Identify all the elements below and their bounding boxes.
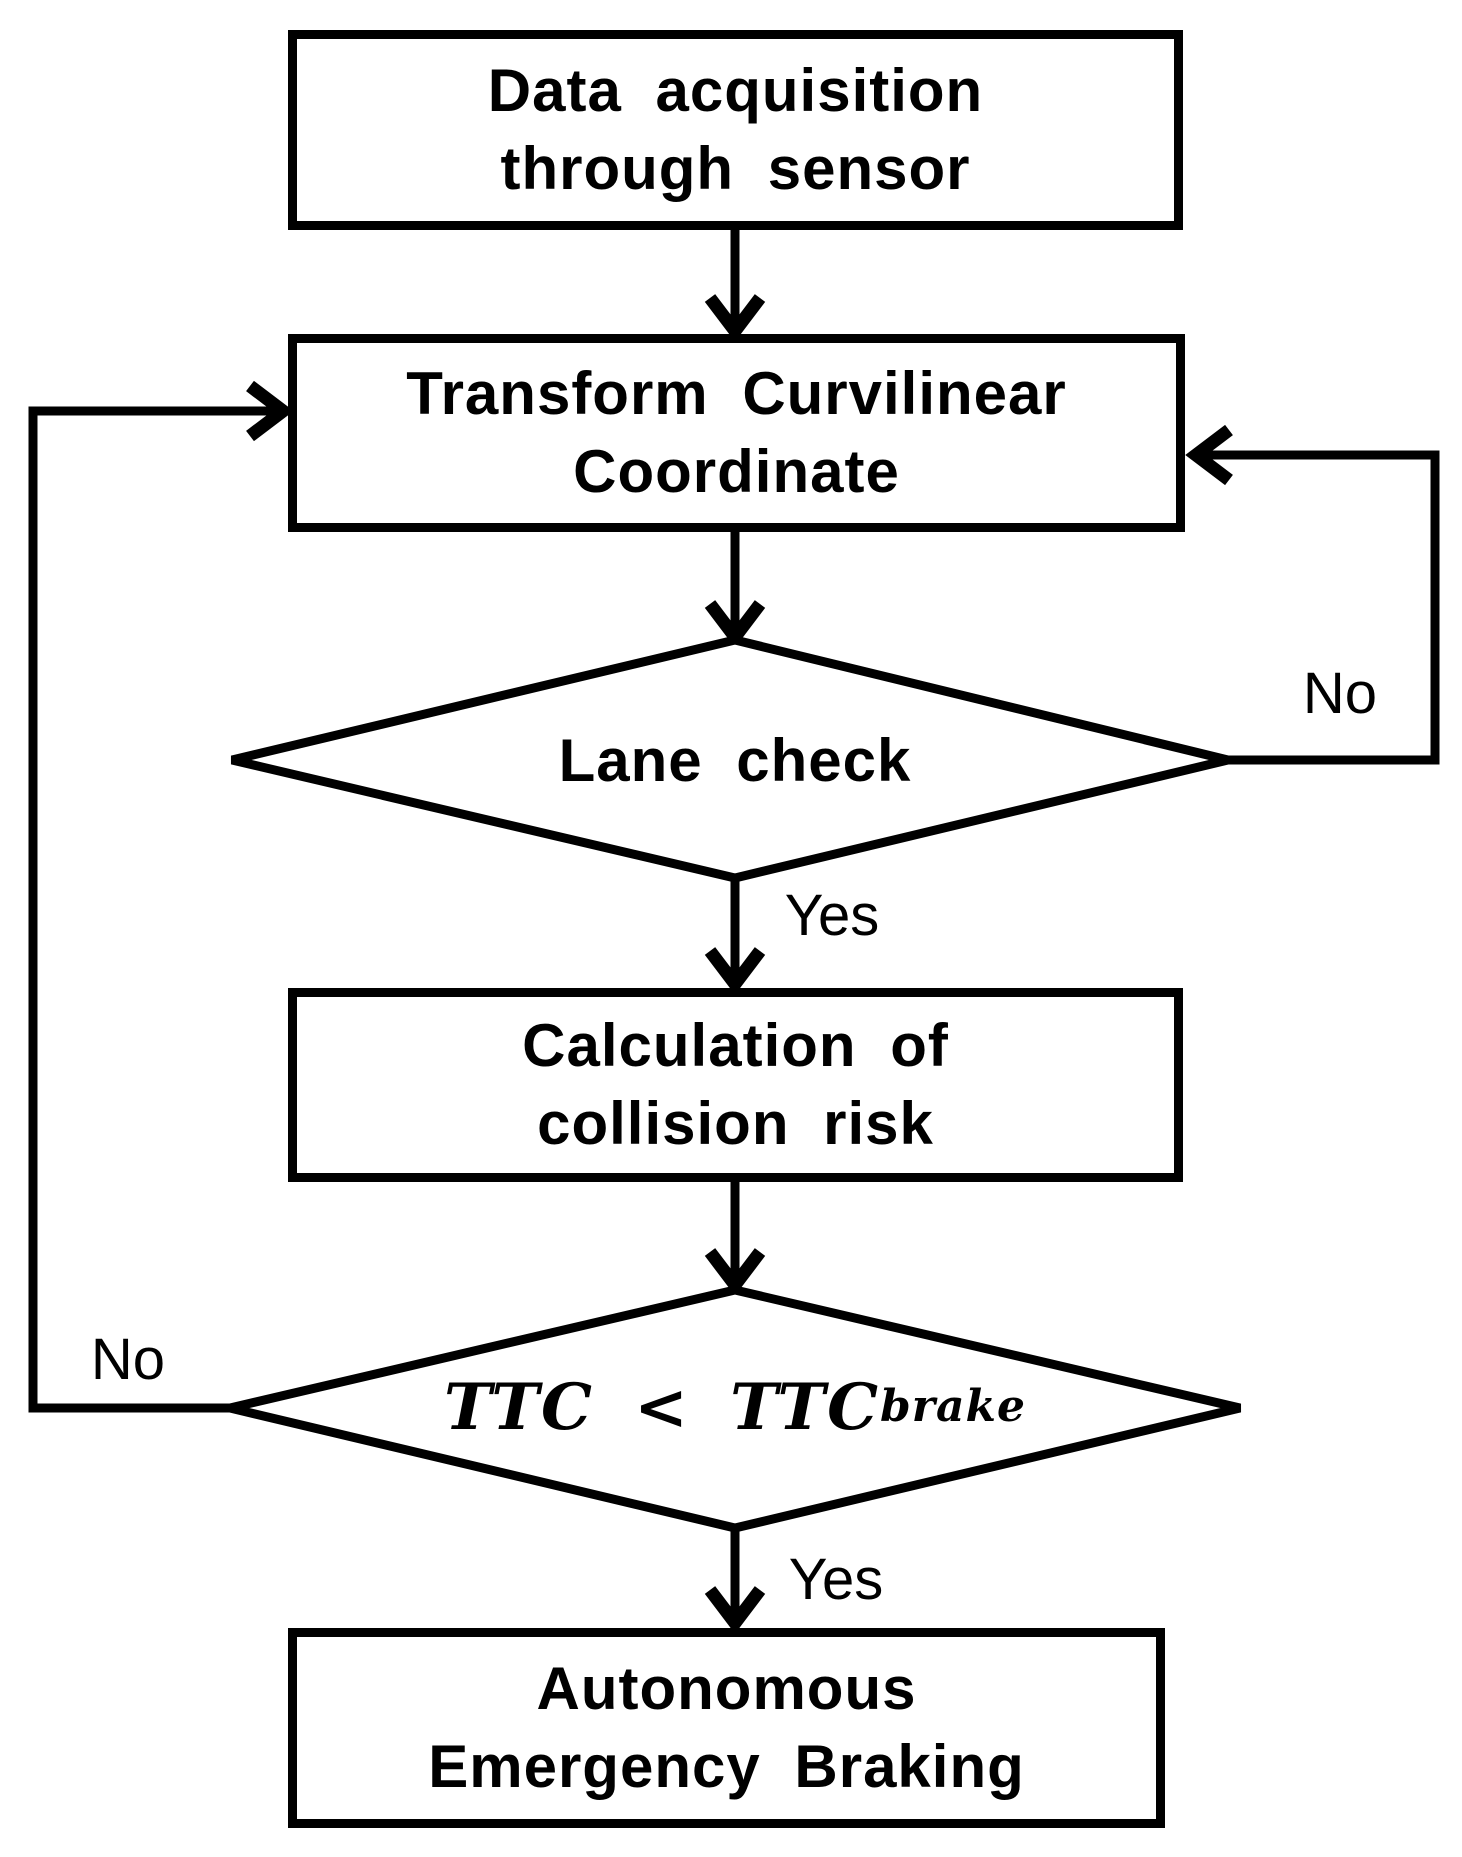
- lane-check-diamond: [230, 635, 1230, 883]
- node-transform-coordinate: Transform Curvilinear Coordinate: [288, 334, 1185, 532]
- lane-check-label: Lane check: [558, 726, 912, 794]
- arrowhead-right-into-transform: [246, 380, 294, 442]
- arrowhead-left-into-transform: [1185, 424, 1233, 486]
- node-data-acquisition: Data acquisition through sensor: [288, 30, 1183, 230]
- node-autonomous-braking: Autonomous Emergency Braking: [288, 1628, 1165, 1828]
- node-transform-coordinate-label: Transform Curvilinear Coordinate: [406, 360, 1067, 505]
- edge-lane-no-loop: [1196, 450, 1440, 765]
- edge-ttc-no-loop: [28, 406, 280, 1413]
- edge-label-ttc-no: No: [90, 1327, 166, 1392]
- ttc-diamond: [228, 1285, 1242, 1533]
- node-calculation-risk: Calculation of collision risk: [288, 988, 1183, 1182]
- arrowhead-down-aeb: [704, 1586, 766, 1634]
- arrowhead-down-transform: [704, 294, 766, 342]
- node-calculation-risk-label: Calculation of collision risk: [522, 1012, 949, 1157]
- node-data-acquisition-label: Data acquisition through sensor: [487, 57, 984, 202]
- edge-label-ttc-yes: Yes: [788, 1547, 884, 1612]
- edge-label-lane-yes: Yes: [784, 883, 880, 948]
- ttc-condition-main: TTC < TTC: [444, 1369, 881, 1445]
- edge-label-lane-no: No: [1302, 661, 1378, 726]
- arrowhead-down-calc: [704, 947, 766, 995]
- arrowhead-down-ttc: [704, 1248, 766, 1296]
- node-autonomous-braking-label: Autonomous Emergency Braking: [428, 1655, 1025, 1800]
